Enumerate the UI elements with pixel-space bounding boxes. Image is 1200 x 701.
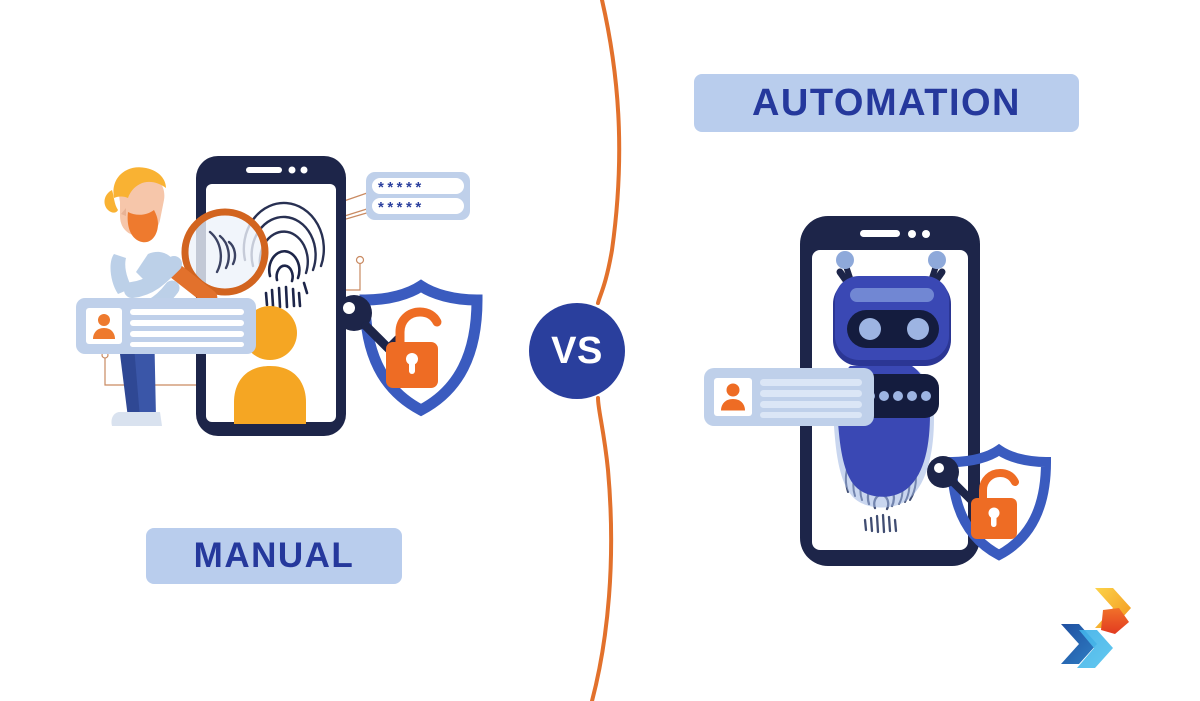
svg-text:*****: ***** [378, 179, 425, 196]
shield-icon [946, 443, 1052, 561]
manual-label-pill: MANUAL [146, 528, 402, 584]
magnifying-glass-icon [166, 208, 269, 306]
vs-label: VS [551, 329, 603, 372]
padlock-icon [386, 307, 442, 388]
shield-icon [359, 279, 483, 417]
card-text-lines [760, 379, 862, 418]
automation-label-pill: AUTOMATION [694, 74, 1079, 132]
card-text-lines [130, 309, 244, 347]
robot-eye-left [859, 318, 881, 340]
padlock-icon [971, 468, 1019, 539]
person-icon [721, 383, 745, 411]
automation-label-text: AUTOMATION [751, 81, 1021, 124]
automation-security-badge [927, 443, 1052, 561]
person-icon [93, 314, 115, 339]
manual-label-text: MANUAL [193, 536, 355, 575]
user-avatar-icon [234, 306, 306, 424]
manual-security-badge [336, 279, 483, 417]
manual-id-card [76, 298, 256, 354]
manual-worker-person [104, 167, 182, 426]
password-mask-row-2: ***** [378, 199, 425, 216]
robot-icon [833, 251, 951, 508]
vs-badge: VS [529, 303, 625, 399]
svg-text:*****: ***** [378, 199, 425, 216]
manual-illustration: ***** ***** [70, 150, 483, 470]
password-field[interactable]: ***** ***** [366, 172, 470, 220]
automation-illustration [690, 200, 1080, 600]
company-logo [1055, 580, 1135, 675]
automation-id-card [704, 368, 874, 426]
password-mask-row-1: ***** [378, 179, 425, 196]
robot-eye-right [907, 318, 929, 340]
